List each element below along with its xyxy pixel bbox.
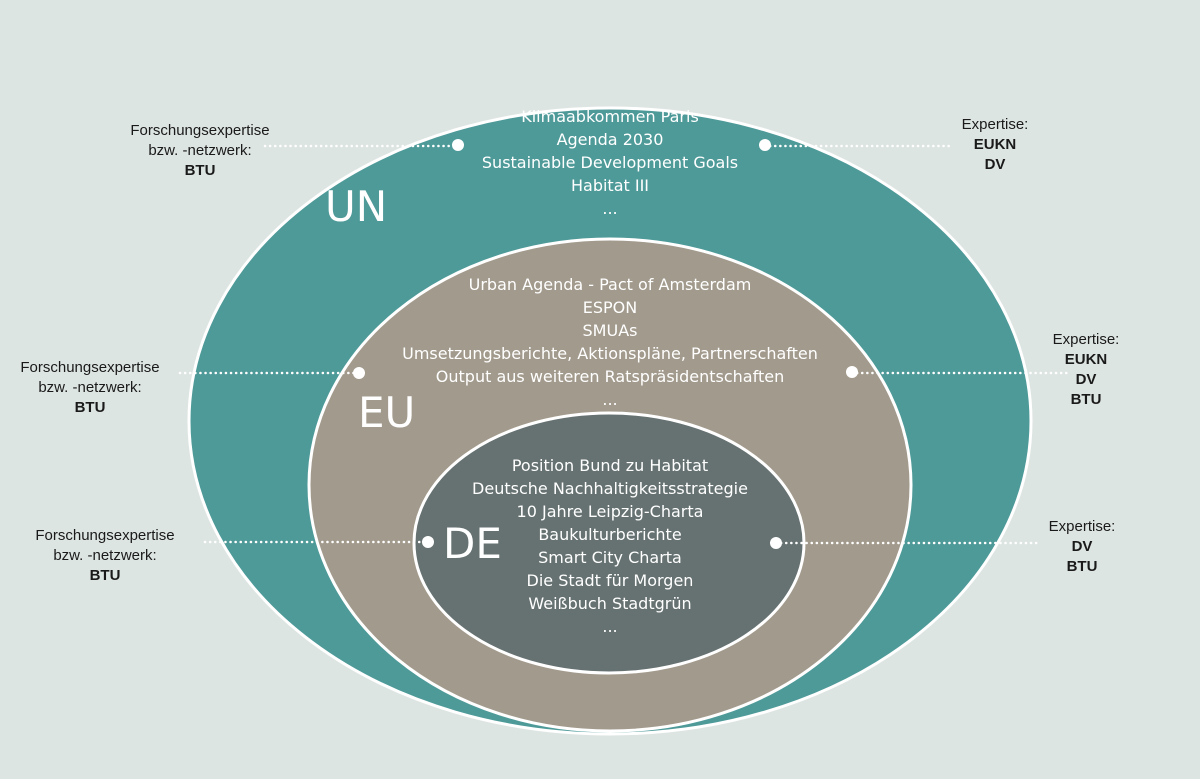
annotation-line: Forschungsexpertise: [20, 359, 160, 376]
annotation-partner: EUKN: [973, 136, 1017, 153]
un-item: Agenda 2030: [556, 130, 664, 149]
annotation-line: Forschungsexpertise: [130, 122, 270, 139]
annotation-line: bzw. -netzwerk:: [53, 547, 157, 564]
eu-item: Output aus weiteren Ratspräsidentschafte…: [435, 367, 785, 386]
un-label: UN: [325, 182, 388, 231]
annotation-line: Expertise:: [961, 116, 1029, 133]
un-item: Habitat III: [570, 176, 650, 195]
de-item: 10 Jahre Leipzig-Charta: [516, 502, 704, 521]
de-left-annotation: Forschungsexpertise bzw. -netzwerk: BTU: [15, 526, 195, 586]
de-item: Baukulturberichte: [538, 525, 682, 544]
eu-label: EU: [358, 388, 416, 437]
annotation-partner: BTU: [89, 567, 121, 584]
annotation-line: bzw. -netzwerk:: [38, 379, 142, 396]
de-left-dot: [422, 536, 434, 548]
annotation-partner: BTU: [1070, 391, 1102, 408]
eu-right-dot: [846, 366, 858, 378]
annotation-line: Expertise:: [1052, 331, 1120, 348]
un-item: Sustainable Development Goals: [481, 153, 739, 172]
annotation-partner: DV: [1075, 371, 1097, 388]
annotation-partner: DV: [1071, 538, 1093, 555]
un-items: Klimaabkommen Paris Agenda 2030 Sustaina…: [410, 105, 810, 220]
eu-item: Urban Agenda - Pact of Amsterdam: [468, 275, 752, 294]
eu-item: ESPON: [582, 298, 638, 317]
de-items: Position Bund zu Habitat Deutsche Nachha…: [460, 454, 760, 638]
un-item: Klimaabkommen Paris: [521, 107, 699, 126]
annotation-partner: BTU: [184, 162, 216, 179]
un-right-annotation: Expertise: EUKN DV: [935, 115, 1055, 175]
de-item: Weißbuch Stadtgrün: [528, 594, 692, 613]
annotation-line: bzw. -netzwerk:: [148, 142, 252, 159]
annotation-line: Expertise:: [1048, 518, 1116, 535]
un-item: ...: [602, 199, 618, 218]
annotation-partner: BTU: [74, 399, 106, 416]
annotation-partner: DV: [984, 156, 1006, 173]
de-item: Die Stadt für Morgen: [526, 571, 694, 590]
de-label: DE: [443, 519, 502, 568]
annotation-partner: EUKN: [1064, 351, 1108, 368]
eu-item: SMUAs: [582, 321, 638, 340]
eu-right-annotation: Expertise: EUKN DV BTU: [1026, 330, 1146, 410]
de-item: Smart City Charta: [538, 548, 682, 567]
un-left-annotation: Forschungsexpertise bzw. -netzwerk: BTU: [110, 121, 290, 181]
de-item: Position Bund zu Habitat: [511, 456, 709, 475]
de-right-annotation: Expertise: DV BTU: [1022, 517, 1142, 577]
annotation-line: Forschungsexpertise: [35, 527, 175, 544]
un-right-dot: [759, 139, 771, 151]
eu-left-annotation: Forschungsexpertise bzw. -netzwerk: BTU: [0, 358, 180, 418]
eu-items: Urban Agenda - Pact of Amsterdam ESPON S…: [360, 273, 860, 411]
eu-left-dot: [353, 367, 365, 379]
de-right-dot: [770, 537, 782, 549]
eu-item: ...: [602, 390, 618, 409]
eu-item: Umsetzungsberichte, Aktionspläne, Partne…: [402, 344, 818, 363]
annotation-partner: BTU: [1066, 558, 1098, 575]
de-item: Deutsche Nachhaltigkeitsstrategie: [472, 479, 748, 498]
de-item: ...: [602, 617, 618, 636]
un-left-dot: [452, 139, 464, 151]
